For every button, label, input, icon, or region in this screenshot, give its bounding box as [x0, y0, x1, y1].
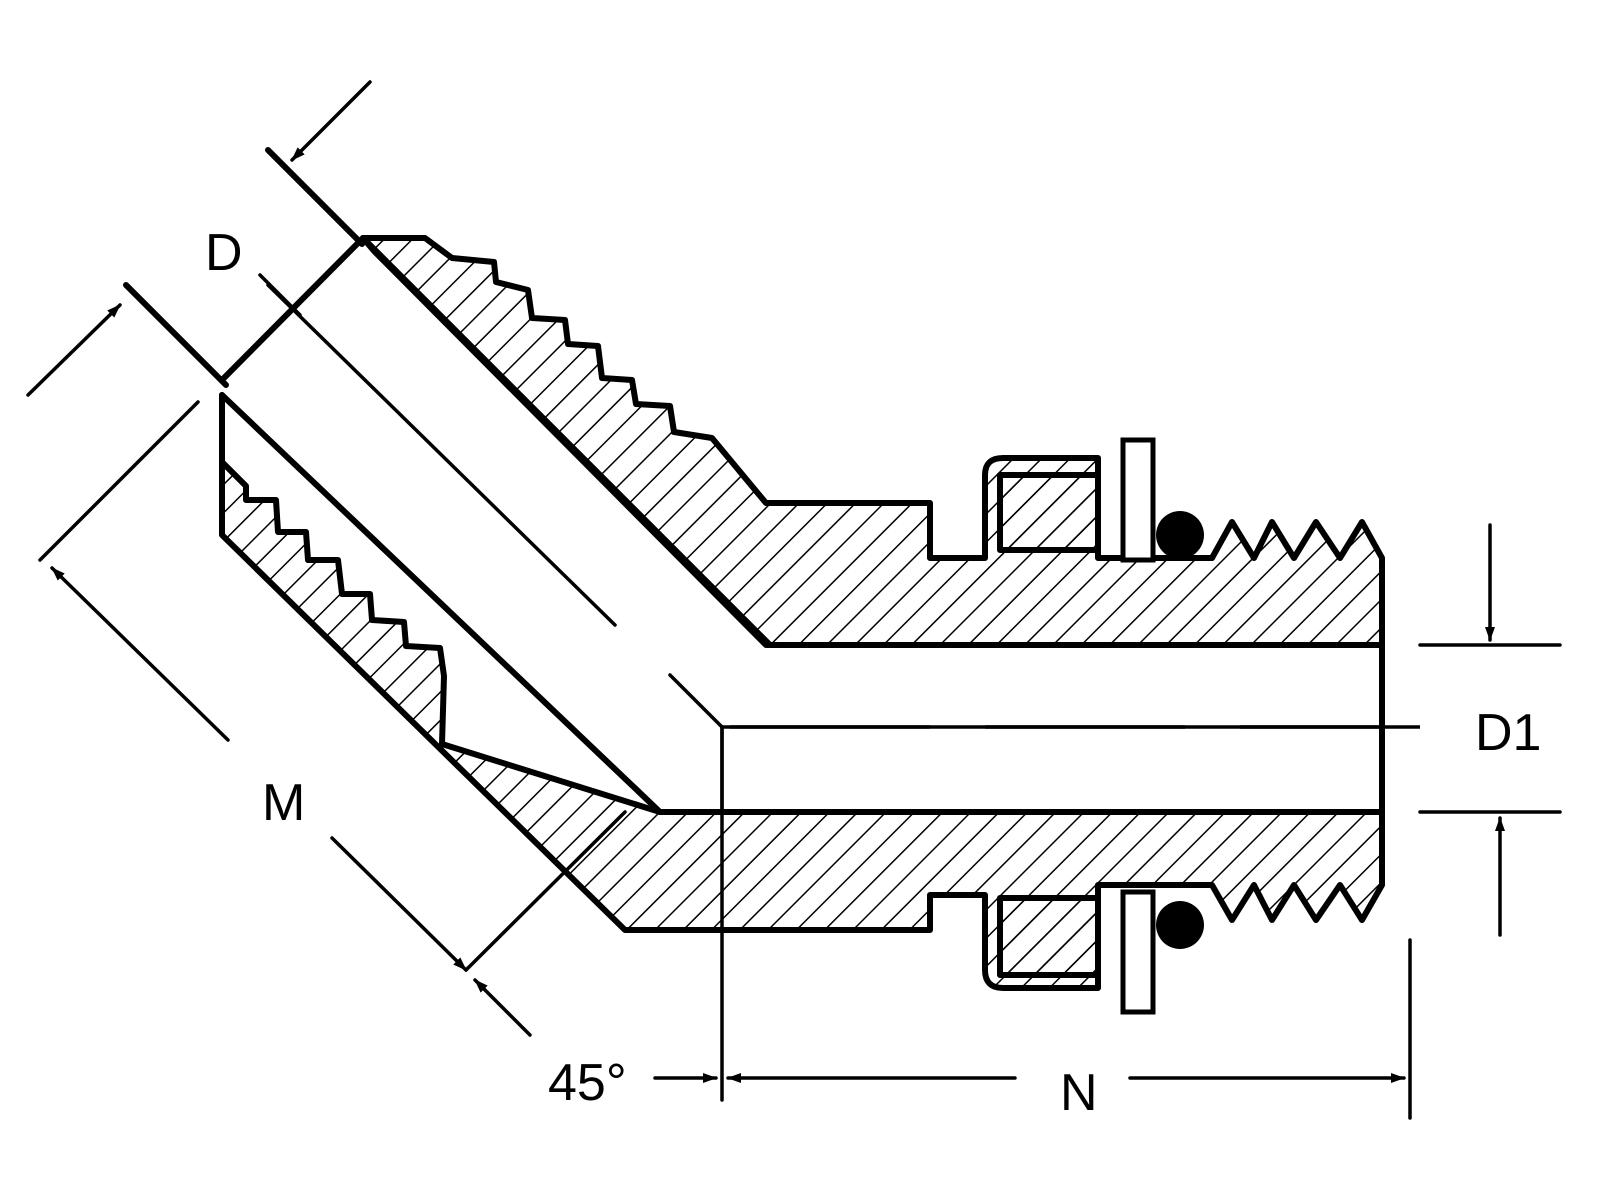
upper-wall-section	[360, 235, 1385, 648]
bore-centerline-lower	[668, 673, 724, 729]
dim-m-ext-end	[464, 810, 627, 972]
dim-m-line-upper	[50, 566, 230, 742]
bore-upper-edge	[360, 235, 773, 648]
bore-centerline-upper	[266, 283, 617, 627]
lower-wall-section	[219, 392, 1385, 991]
label-n: N	[1060, 1064, 1098, 1122]
label-d1: D1	[1475, 704, 1541, 762]
dim-m-arrow-end	[473, 978, 532, 1037]
label-m: M	[262, 774, 305, 832]
dim-d-lower-ext	[258, 273, 302, 317]
label-d: D	[205, 224, 243, 282]
dim-d-leader	[290, 80, 372, 162]
dim-m-ext-bottom	[38, 400, 200, 562]
dim-d-extension	[265, 147, 365, 247]
locknut-upper	[997, 472, 1101, 553]
washer-upper	[1120, 437, 1156, 563]
bore-lower-edge	[219, 392, 663, 815]
o-ring-lower	[1156, 901, 1204, 949]
dim-m-arrow-top	[26, 303, 122, 397]
label-angle: 45°	[548, 1054, 627, 1112]
dim-m-ext-top	[123, 282, 229, 388]
o-ring-upper	[1156, 511, 1204, 559]
locknut-lower	[997, 895, 1101, 978]
dim-m-line-lower	[330, 836, 468, 972]
washer-lower	[1120, 889, 1156, 1015]
